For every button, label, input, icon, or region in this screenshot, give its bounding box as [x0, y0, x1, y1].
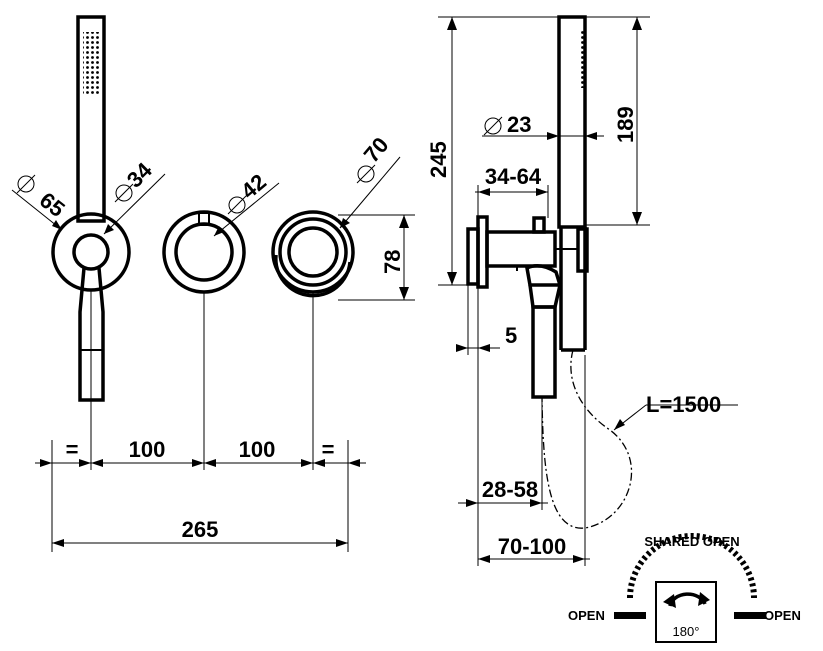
dimension-189: 189 — [586, 16, 650, 226]
dimension-78: 78 — [338, 214, 415, 301]
svg-text:100: 100 — [239, 437, 276, 462]
svg-text:23: 23 — [507, 112, 531, 137]
dimension-245: 245 — [426, 16, 560, 286]
diameter-70: 70 — [356, 132, 394, 184]
svg-text:65: 65 — [35, 187, 70, 222]
svg-text:245: 245 — [426, 141, 451, 178]
diameter-34: 34 — [114, 157, 157, 203]
svg-text:28-58: 28-58 — [482, 477, 538, 502]
hose-length-label: L=1500 — [613, 392, 738, 431]
svg-text:180°: 180° — [673, 624, 700, 639]
svg-text:L=1500: L=1500 — [646, 392, 721, 417]
svg-text:5: 5 — [505, 323, 517, 348]
mixer-body-side — [466, 215, 578, 399]
dimension-spacing-row: = 100 100 = — [35, 437, 366, 552]
svg-text:OPEN: OPEN — [764, 608, 801, 623]
diverter-symbol: SHARED OPEN OPEN OPEN 180° — [568, 533, 801, 643]
dimension-34-64: 34-64 — [475, 164, 549, 218]
hose — [541, 349, 633, 529]
dimension-265: 265 — [52, 517, 348, 547]
svg-text:=: = — [66, 437, 79, 462]
svg-text:78: 78 — [380, 250, 405, 274]
svg-text:189: 189 — [613, 106, 638, 143]
svg-text:70-100: 70-100 — [498, 534, 567, 559]
hand-shower-side — [557, 15, 589, 352]
svg-text:265: 265 — [182, 517, 219, 542]
dimension-70-100: 70-100 — [478, 355, 590, 566]
svg-text:=: = — [322, 437, 335, 462]
svg-text:34-64: 34-64 — [485, 164, 542, 189]
diverter-knob-front — [271, 210, 355, 470]
svg-text:70: 70 — [359, 132, 394, 167]
diameter-23: 23 — [482, 112, 604, 140]
svg-text:100: 100 — [129, 437, 166, 462]
mixer-knob-front — [162, 210, 246, 470]
dimension-5: 5 — [456, 285, 517, 355]
svg-text:OPEN: OPEN — [568, 608, 605, 623]
side-view: 245 189 23 34-64 — [426, 15, 738, 566]
front-view: 65 34 42 70 78 — [11, 15, 415, 552]
hand-shower-front — [51, 15, 131, 470]
diameter-leaders — [11, 156, 401, 237]
dimension-28-58: 28-58 — [458, 355, 548, 566]
